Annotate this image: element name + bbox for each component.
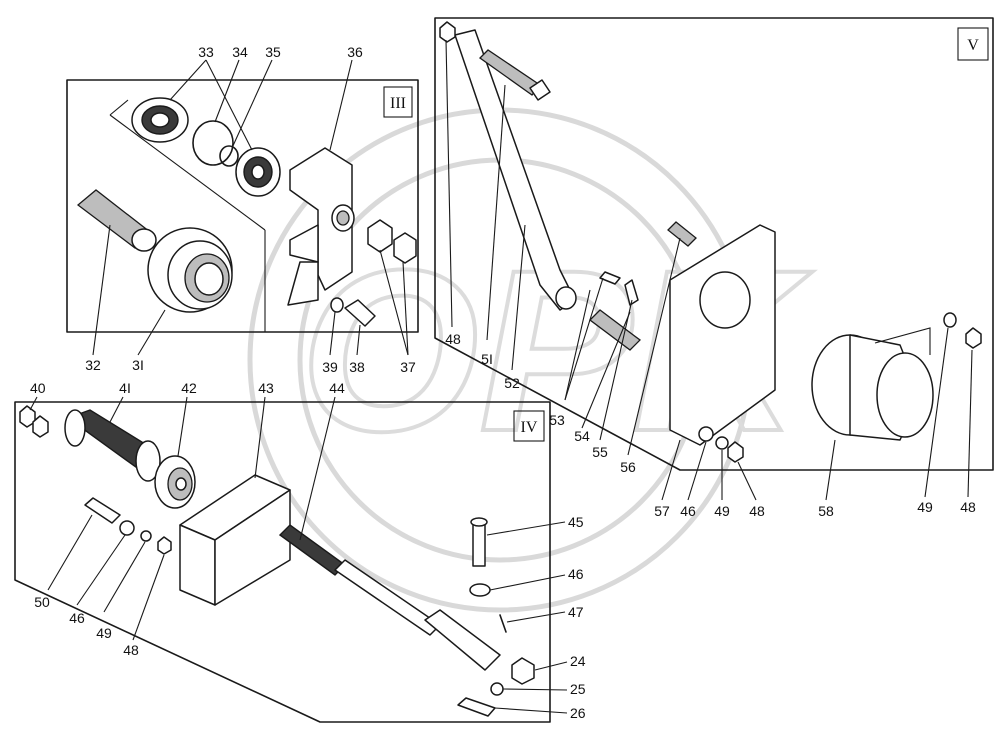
part-49-washer-v	[715, 436, 729, 450]
part-50-bolt	[84, 497, 121, 524]
part-39-washer	[330, 297, 344, 313]
callout-33: 33	[198, 44, 214, 60]
callout-43: 43	[258, 380, 274, 396]
section-iii-label: III	[390, 95, 406, 112]
section-iv-box	[513, 410, 545, 442]
callout-53: 53	[549, 412, 565, 428]
callout-39: 39	[322, 359, 338, 375]
callout-46-left: 46	[69, 610, 85, 626]
callout-47: 47	[568, 604, 584, 620]
part-43-bracket	[179, 474, 291, 606]
callout-48-v: 48	[749, 503, 765, 519]
part-46-washer-iv	[469, 583, 491, 597]
callout-46-v: 46	[680, 503, 696, 519]
part-36-bracket	[287, 147, 355, 306]
callout-52: 52	[504, 375, 520, 391]
part-44-rod	[278, 524, 501, 671]
part-42-wheel	[154, 455, 196, 509]
part-33-bearing-right	[235, 147, 281, 197]
part-26-bolt	[457, 697, 496, 717]
part-37-nuts	[367, 219, 417, 264]
callout-55: 55	[592, 444, 608, 460]
callout-42: 42	[181, 380, 197, 396]
part-48-nut-right	[965, 327, 982, 349]
callout-35: 35	[265, 44, 281, 60]
section-iv-label: IV	[521, 419, 538, 436]
leader-lines	[29, 39, 973, 714]
part-48-nut-top	[439, 21, 456, 43]
part-32-bolt	[76, 189, 157, 252]
part-49-washer-right	[943, 312, 957, 328]
part-33-bearing-left	[131, 97, 189, 143]
section-iv-panel: IV	[14, 401, 551, 723]
part-51-strap	[454, 29, 577, 311]
part-55-bolt	[624, 279, 639, 306]
part-24-nut	[511, 657, 535, 685]
part-40-nuts	[19, 405, 49, 438]
callout-44: 44	[329, 380, 345, 396]
part-46-washer-left	[119, 520, 135, 536]
callout-numbers: 33 34 35 36 32 3I 39 38 37 48 5I 52 53 5…	[30, 44, 976, 721]
part-45-pin	[470, 517, 488, 567]
callout-32: 32	[85, 357, 101, 373]
callout-50: 50	[34, 594, 50, 610]
callout-31: 3I	[132, 357, 144, 373]
callout-37: 37	[400, 359, 416, 375]
section-v-box	[957, 27, 989, 61]
callout-58: 58	[818, 503, 834, 519]
callout-25: 25	[570, 681, 586, 697]
section-iii-panel: III	[66, 79, 419, 333]
part-56-bolt	[667, 221, 697, 247]
callout-49-left: 49	[96, 625, 112, 641]
callout-56: 56	[620, 459, 636, 475]
callout-48-top: 48	[445, 331, 461, 347]
part-34-snap-ring	[192, 120, 234, 166]
part-58-motor	[811, 334, 934, 441]
part-53-pin	[589, 309, 641, 351]
callout-26: 26	[570, 705, 586, 721]
part-31-pulley	[147, 227, 233, 313]
callout-40: 40	[30, 380, 46, 396]
part-54-bolt	[599, 271, 621, 285]
callout-46-iv: 46	[568, 566, 584, 582]
part-38-bolt	[344, 299, 376, 327]
callout-34: 34	[232, 44, 248, 60]
section-v-label: V	[967, 37, 979, 54]
callout-49-right: 49	[917, 499, 933, 515]
callout-57: 57	[654, 503, 670, 519]
part-48-nut-v	[727, 441, 744, 463]
callout-49-v: 49	[714, 503, 730, 519]
part-47-split-pin	[499, 614, 507, 633]
callout-24: 24	[570, 653, 586, 669]
callout-48-left: 48	[123, 642, 139, 658]
callout-48-right: 48	[960, 499, 976, 515]
part-49-washer-left	[140, 530, 152, 542]
part-25-washer	[490, 682, 504, 696]
callout-36: 36	[347, 44, 363, 60]
callout-54: 54	[574, 428, 590, 444]
part-48-nut-left	[157, 536, 172, 555]
part-41-spring	[64, 409, 161, 482]
part-56-plate	[669, 224, 776, 446]
part-46-washer-v	[698, 426, 714, 442]
section-iii-box	[383, 86, 413, 118]
callout-45: 45	[568, 514, 584, 530]
callout-51: 5I	[481, 351, 493, 367]
callout-41: 4I	[119, 380, 131, 396]
section-v-panel: V	[434, 17, 994, 471]
part-51-bolt	[478, 49, 551, 101]
callout-38: 38	[349, 359, 365, 375]
part-35-ring	[219, 145, 239, 167]
